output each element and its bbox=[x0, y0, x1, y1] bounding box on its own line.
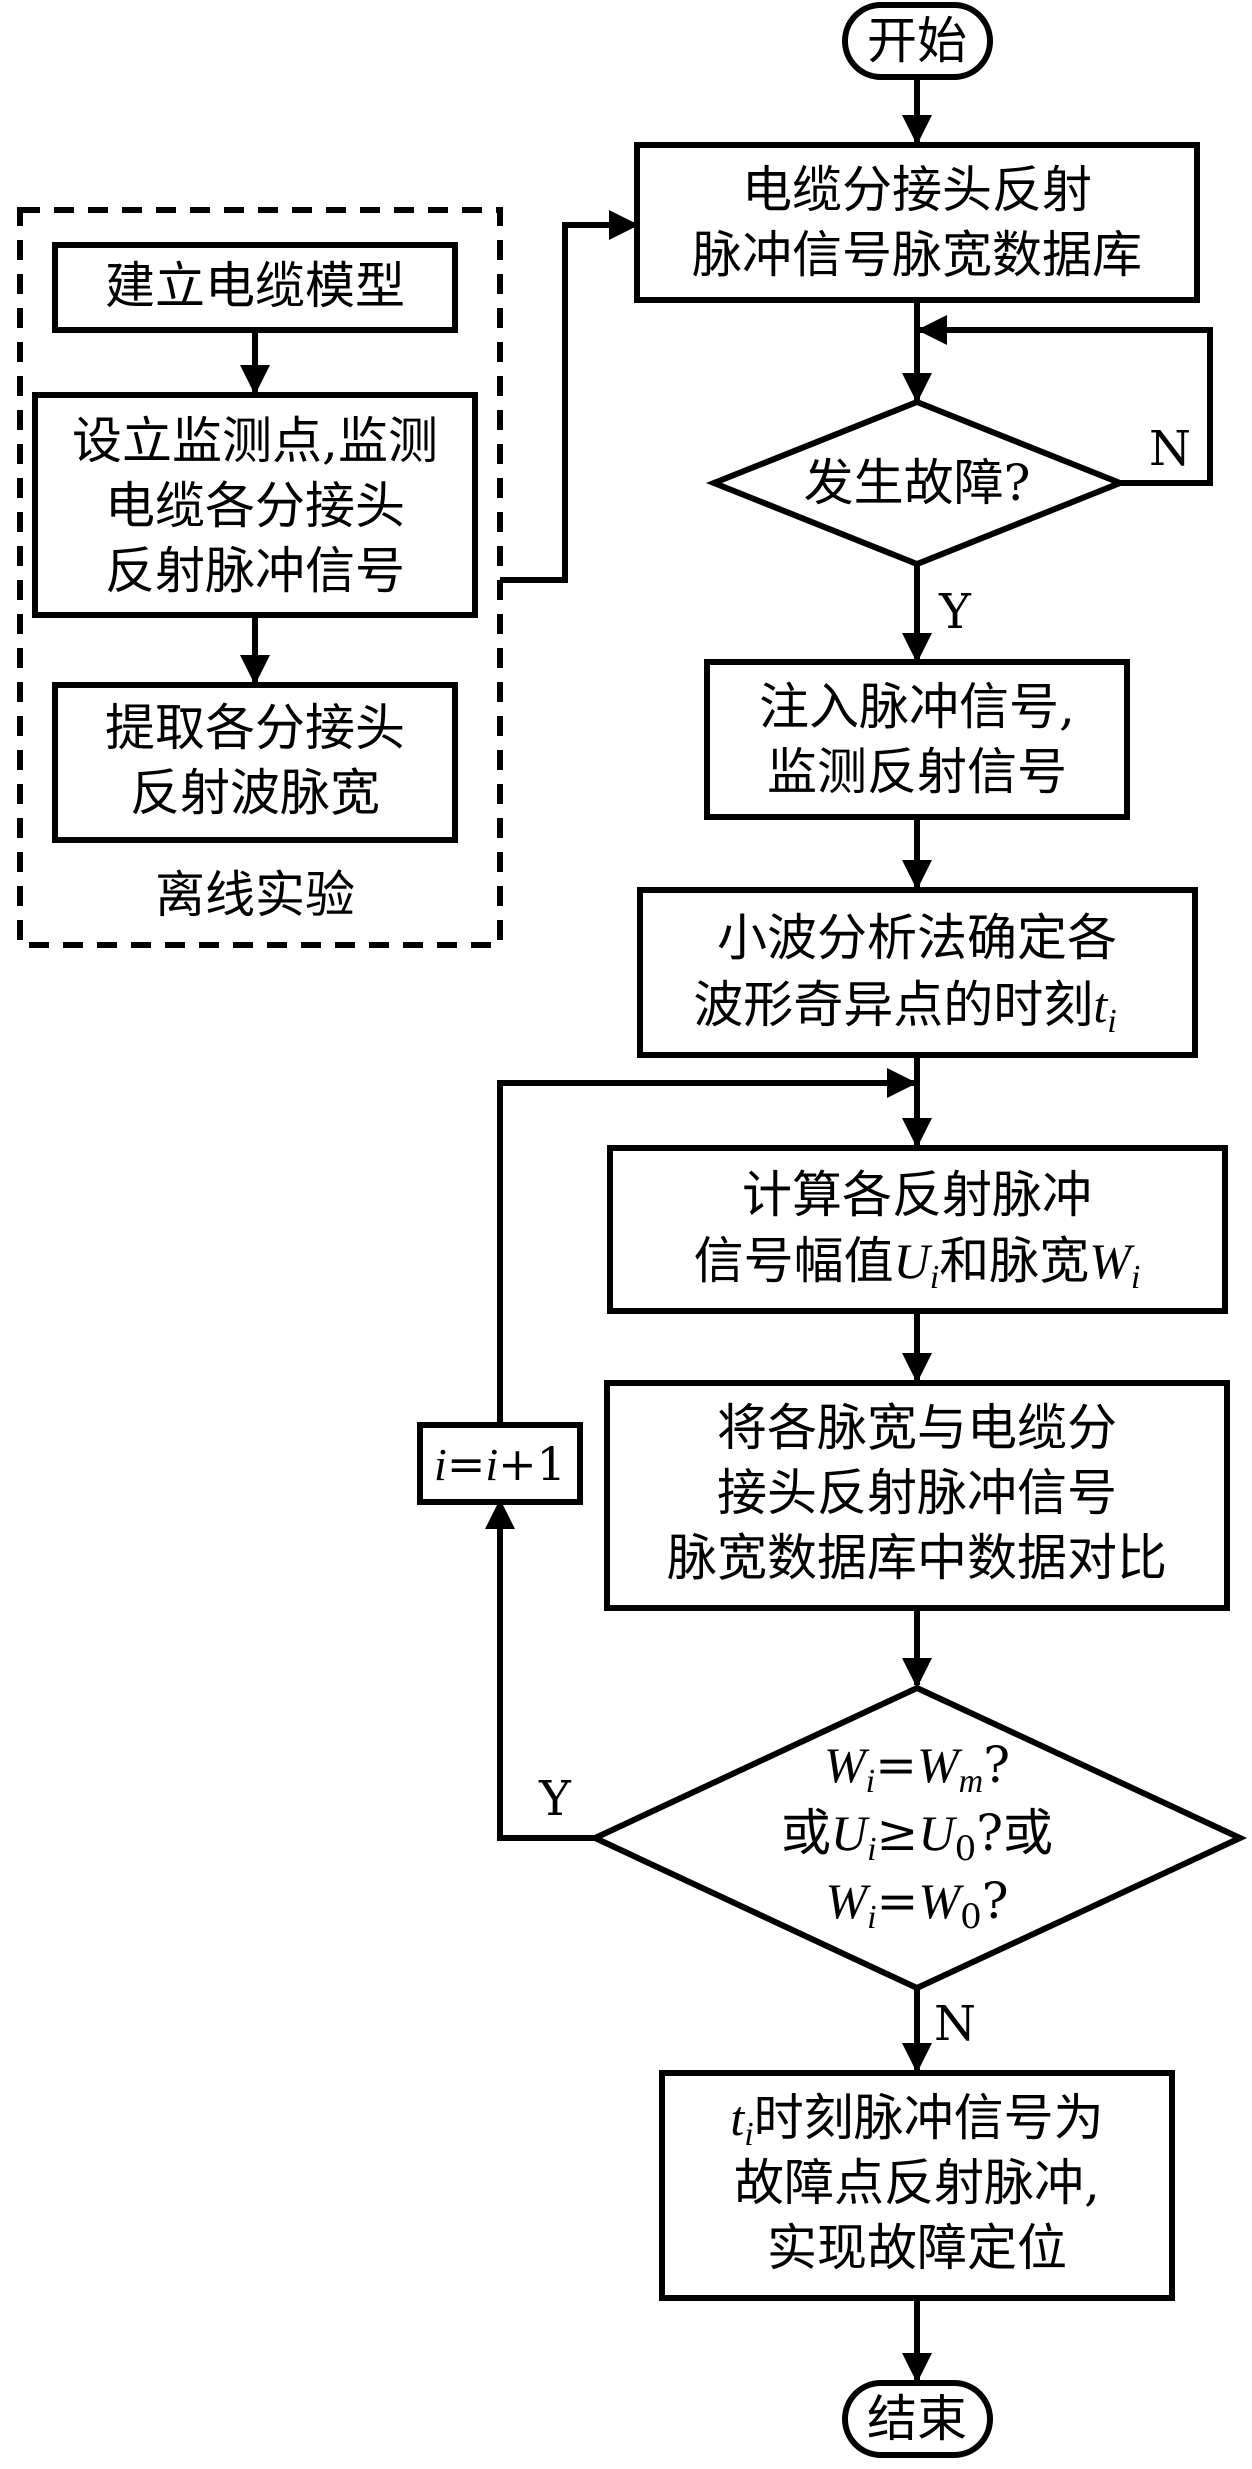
compare-text-1: 将各脉宽与电缆分 bbox=[717, 1399, 1117, 1457]
extract-text-1: 提取各分接头 bbox=[105, 699, 405, 757]
increment-text: i=i+1 bbox=[434, 1437, 566, 1491]
inject-text-1: 注入脉冲信号, bbox=[759, 678, 1075, 736]
compare-text-2: 接头反射脉冲信号 bbox=[717, 1464, 1117, 1522]
wavelet-text-1: 小波分析法确定各 bbox=[717, 909, 1117, 967]
calc-box bbox=[607, 1145, 1228, 1314]
result-box bbox=[659, 2070, 1175, 2301]
offline-label: 离线实验 bbox=[155, 866, 355, 924]
decision-line-1: Wi=Wm? bbox=[824, 1736, 1010, 1800]
result-text-1: ti时刻脉冲信号为 bbox=[730, 2089, 1103, 2153]
database-box bbox=[634, 142, 1200, 303]
fault-decision-text: 发生故障? bbox=[804, 454, 1031, 512]
wavelet-text-2: 波形奇异点的时刻ti bbox=[693, 976, 1116, 1040]
decision-line-2: 或Ui≥U0?或 bbox=[781, 1804, 1053, 1869]
label-decision-yes: Y bbox=[538, 1771, 572, 1827]
calc-text-1: 计算各反射脉冲 bbox=[742, 1166, 1092, 1224]
end-text: 结束 bbox=[867, 2390, 967, 2448]
compare-box bbox=[604, 1380, 1230, 1611]
calc-text-2: 信号幅值Ui和脉宽Wi bbox=[694, 1232, 1141, 1296]
label-fault-no: N bbox=[1149, 421, 1191, 477]
build-model-text: 建立电缆模型 bbox=[105, 257, 405, 315]
inject-text-2: 监测反射信号 bbox=[767, 743, 1067, 801]
wavelet-text-2-main: 波形奇异点的时刻 bbox=[693, 976, 1093, 1034]
extract-box bbox=[52, 682, 458, 843]
result-text-2: 故障点反射脉冲, bbox=[734, 2154, 1100, 2212]
end-terminal bbox=[842, 2380, 993, 2458]
arrow-increment-back-to-calc bbox=[497, 1068, 917, 1425]
start-text: 开始 bbox=[867, 12, 967, 70]
label-fault-yes: Y bbox=[938, 584, 972, 640]
database-text-2: 脉冲信号脉宽数据库 bbox=[692, 226, 1142, 284]
label-decision-no: N bbox=[934, 1996, 976, 2052]
result-text-3: 实现故障定位 bbox=[767, 2219, 1067, 2277]
compare-text-3: 脉宽数据库中数据对比 bbox=[667, 1529, 1167, 1587]
monitor-text-1: 设立监测点,监测 bbox=[72, 412, 438, 470]
arrow-offline-to-database bbox=[500, 210, 639, 583]
increment-box bbox=[417, 1422, 583, 1505]
decision-line-3: Wi=W0? bbox=[825, 1872, 1008, 1937]
arrow-decision-yes-to-increment bbox=[485, 1499, 595, 1841]
offline-frame bbox=[17, 207, 503, 948]
database-text-1: 电缆分接头反射 bbox=[742, 161, 1092, 219]
monitor-text-3: 反射脉冲信号 bbox=[105, 542, 405, 600]
monitor-text-2: 电缆各分接头 bbox=[105, 477, 405, 535]
extract-text-2: 反射波脉宽 bbox=[130, 764, 380, 822]
arrow-fault-no-loop bbox=[917, 315, 1213, 486]
monitor-box bbox=[32, 392, 478, 618]
